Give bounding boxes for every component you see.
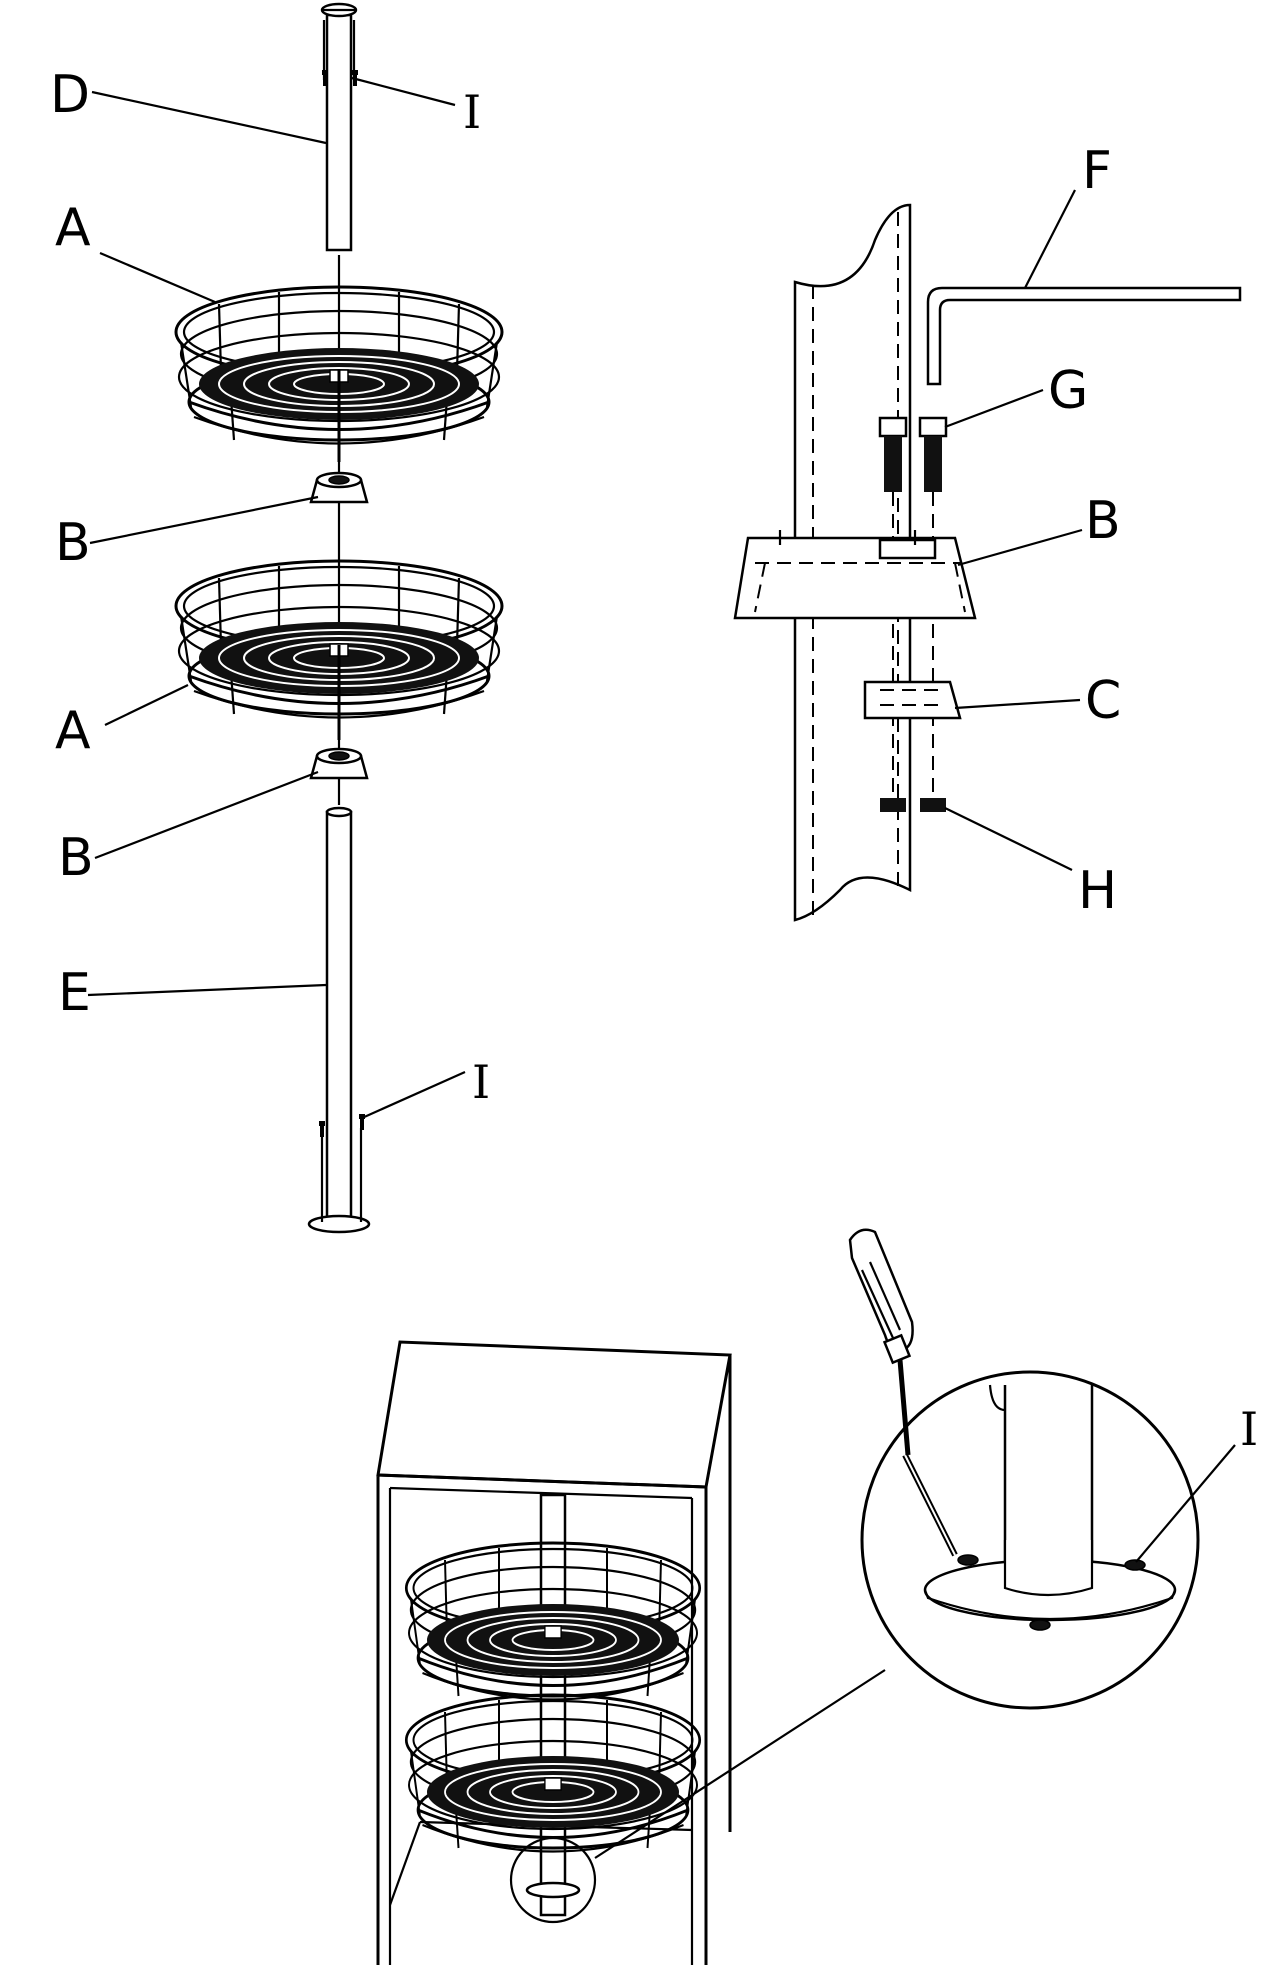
- label-c: C: [1085, 671, 1121, 731]
- label-d: D: [50, 65, 90, 125]
- cabinet-view: [376, 1340, 886, 1965]
- label-a-top: A: [55, 198, 91, 258]
- label-b-detail: B: [1085, 491, 1121, 551]
- detail-view: F G B C H: [733, 141, 1242, 922]
- label-b-bottom: B: [58, 828, 94, 888]
- label-g: G: [1048, 361, 1088, 421]
- exploded-view: D I A B A B E I: [50, 2, 504, 1234]
- bushing-b-bottom: [309, 747, 369, 780]
- label-f: F: [1082, 141, 1112, 201]
- pole-d: [320, 2, 360, 252]
- clamp-c: [863, 680, 962, 720]
- label-i-top: I: [463, 85, 481, 139]
- zoom-view: I: [848, 1228, 1258, 1710]
- label-a-bottom: A: [55, 701, 91, 761]
- label-i-bottom: I: [472, 1055, 490, 1109]
- pole-e: [307, 806, 371, 1234]
- bushing-b-top: [309, 471, 369, 504]
- hex-key-f: [926, 286, 1242, 386]
- bushing-b-detail: [733, 530, 977, 620]
- nuts-h: [880, 798, 946, 812]
- screwdriver: [848, 1228, 958, 1557]
- label-e: E: [58, 963, 91, 1023]
- label-h: H: [1078, 861, 1117, 921]
- label-i-zoom: I: [1240, 1402, 1258, 1456]
- label-b-top: B: [55, 513, 91, 573]
